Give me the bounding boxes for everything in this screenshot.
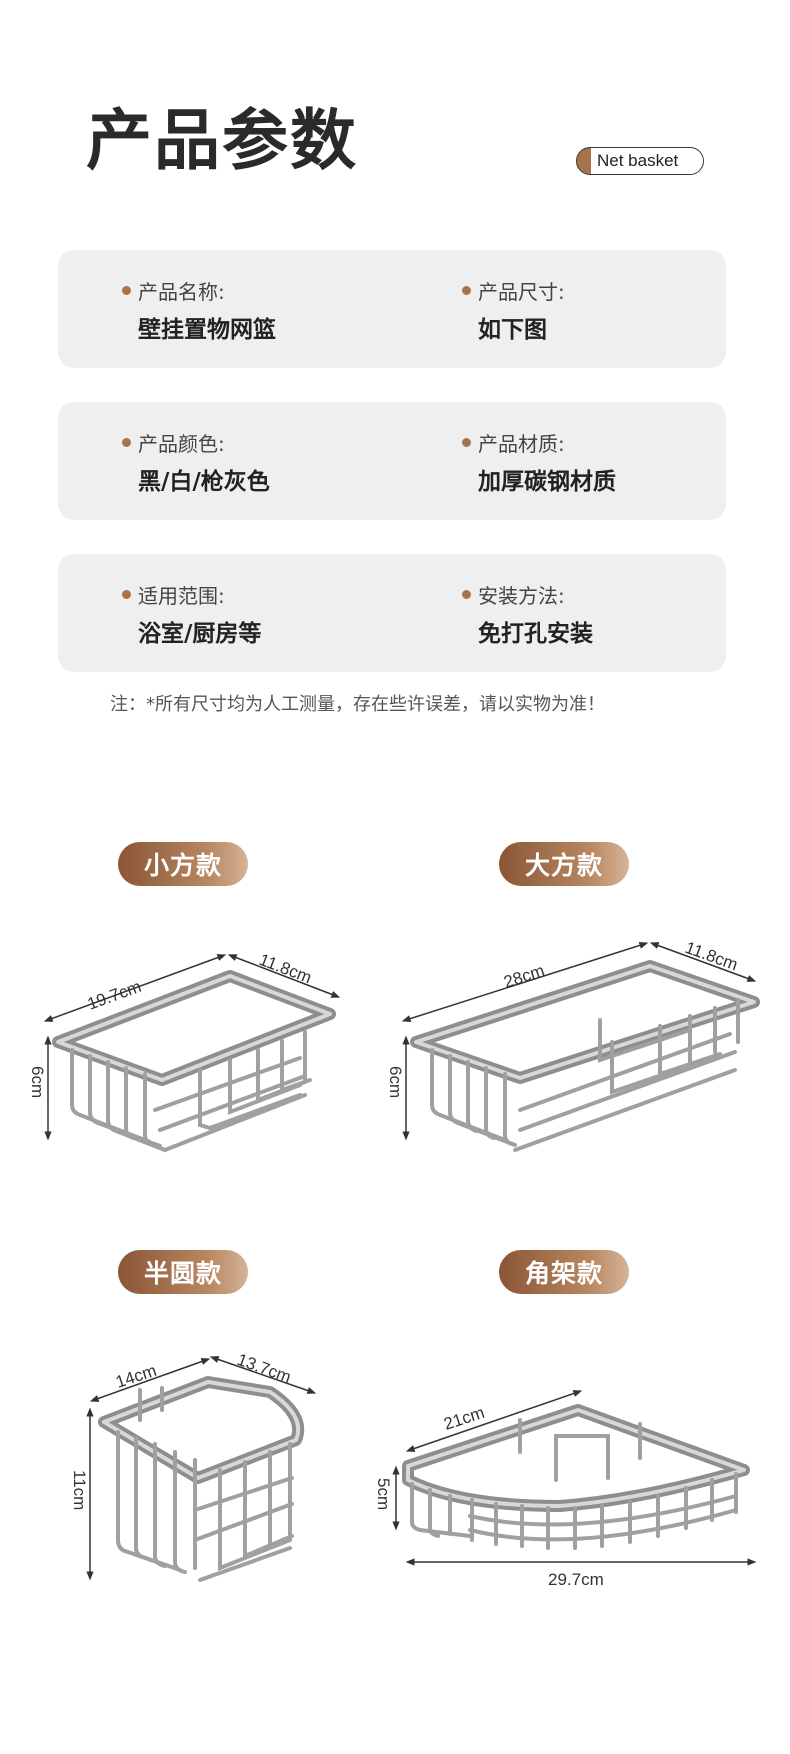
- param-value: 浴室/厨房等: [138, 621, 262, 647]
- param-card-1: 产品名称: 壁挂置物网篮 产品尺寸: 如下图: [58, 250, 726, 368]
- param-label: 产品尺寸:: [478, 280, 565, 304]
- param-value: 如下图: [478, 317, 547, 343]
- bullet-dot-icon: [462, 286, 471, 295]
- dim-width: 11.8cm: [257, 950, 315, 987]
- dim-side: 21cm: [441, 1403, 486, 1434]
- dim-length: 28cm: [501, 961, 546, 992]
- page-title: 产品参数: [86, 102, 358, 179]
- param-value: 黑/白/枪灰色: [138, 469, 270, 495]
- bullet-dot-icon: [462, 590, 471, 599]
- variant-pill-small-square: 小方款: [118, 842, 248, 886]
- badge-label: Net basket: [597, 151, 679, 170]
- param-card-2: 产品颜色: 黑/白/枪灰色 产品材质: 加厚碳钢材质: [58, 402, 726, 520]
- param-card-3: 适用范围: 浴室/厨房等 安装方法: 免打孔安装: [58, 554, 726, 672]
- param-label: 产品颜色:: [138, 432, 225, 456]
- half-round-basket-image: [98, 1376, 305, 1582]
- param-label: 产品名称:: [138, 280, 225, 304]
- variant-pill-corner: 角架款: [499, 1250, 629, 1294]
- large-square-basket-image: [410, 960, 760, 1152]
- param-label: 安装方法:: [478, 584, 565, 608]
- dim-depth: 13.7cm: [235, 1350, 294, 1387]
- bullet-dot-icon: [122, 286, 131, 295]
- param-value: 加厚碳钢材质: [478, 469, 616, 495]
- net-basket-badge: Net basket: [576, 147, 704, 175]
- dim-height: 5cm: [374, 1478, 393, 1510]
- dim-height: 11cm: [70, 1470, 89, 1510]
- measurement-note: 注：*所有尺寸均为人工测量，存在些许误差，请以实物为准！: [110, 694, 605, 715]
- param-value: 壁挂置物网篮: [138, 317, 276, 343]
- dim-width: 11.8cm: [683, 938, 741, 974]
- dim-height: 6cm: [28, 1066, 47, 1098]
- dim-width: 29.7cm: [548, 1570, 604, 1589]
- param-label: 产品材质:: [478, 432, 565, 456]
- bullet-dot-icon: [122, 590, 131, 599]
- dim-width: 14cm: [113, 1361, 158, 1392]
- variant-pill-half-round: 半圆款: [118, 1250, 248, 1294]
- bullet-dot-icon: [122, 438, 131, 447]
- dim-height: 6cm: [386, 1066, 405, 1098]
- bullet-dot-icon: [462, 438, 471, 447]
- variant-pill-large-square: 大方款: [499, 842, 629, 886]
- param-value: 免打孔安装: [478, 621, 593, 647]
- corner-basket-image: [402, 1404, 750, 1550]
- param-label: 适用范围:: [138, 584, 225, 608]
